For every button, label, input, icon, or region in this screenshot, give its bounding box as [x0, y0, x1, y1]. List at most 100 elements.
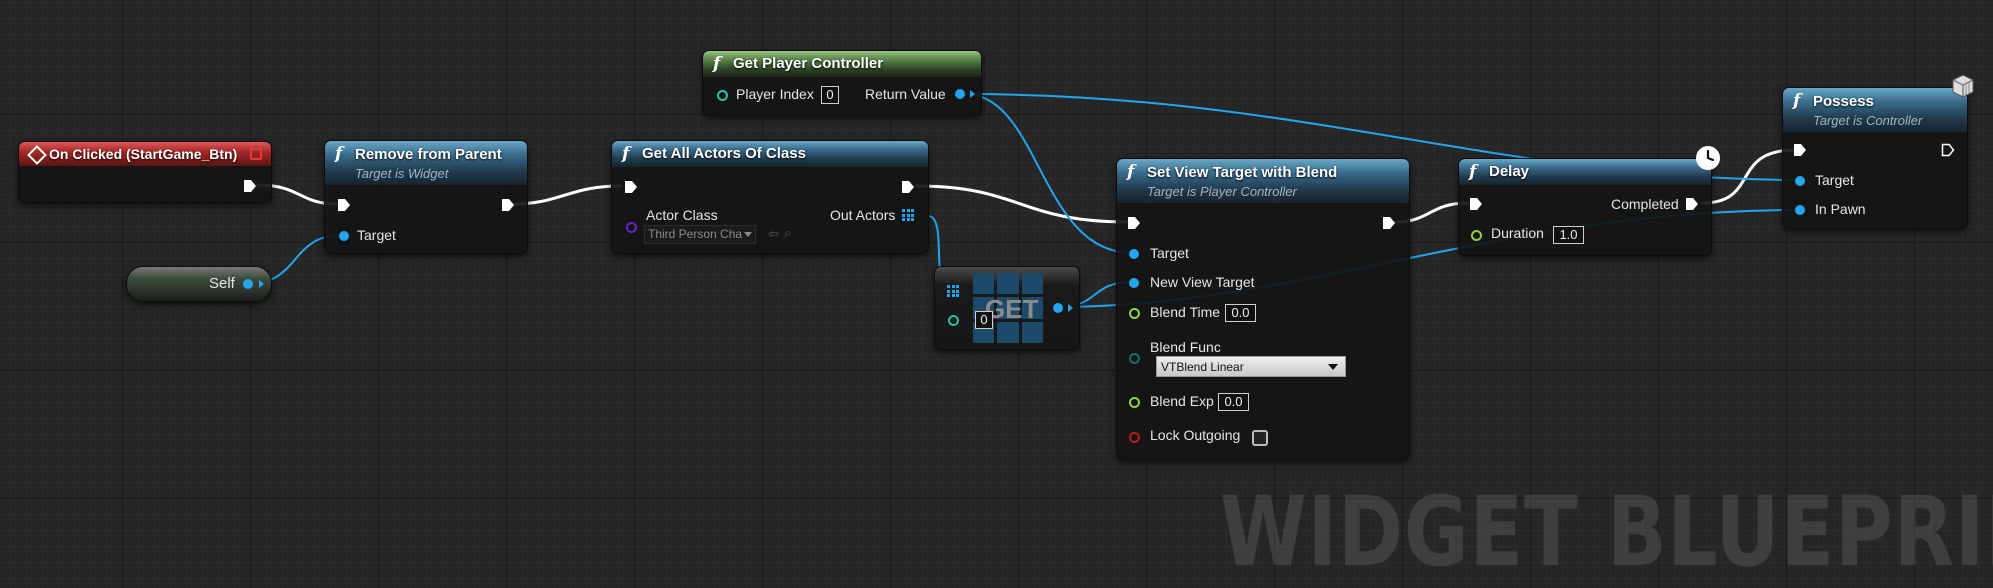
index-pin[interactable]: [948, 315, 959, 326]
self-label: Self: [209, 275, 235, 292]
actor-class-label: Actor Class: [646, 207, 718, 223]
return-value-pin[interactable]: [955, 89, 965, 99]
node-subtitle: Target is Widget: [355, 166, 449, 181]
widget-blueprint-watermark: WIDGET BLUEPRINT: [1220, 476, 1993, 588]
clock-icon: [1696, 146, 1720, 170]
function-icon: f: [1793, 91, 1801, 111]
target-pin-label: Target: [357, 227, 396, 243]
exec-in-pin[interactable]: [624, 180, 638, 194]
browse-icon[interactable]: ⌕: [784, 225, 792, 240]
get-player-controller-node[interactable]: f Get Player Controller Player Index 0 R…: [702, 50, 982, 116]
target-pin-label: Target: [1150, 245, 1189, 261]
duration-input[interactable]: 1.0: [1553, 226, 1584, 244]
node-title: Get All Actors Of Class: [642, 145, 806, 162]
actor-class-dropdown[interactable]: Third Person Cha: [644, 225, 756, 244]
new-view-target-label: New View Target: [1150, 274, 1255, 290]
node-title: Remove from Parent: [355, 146, 502, 163]
node-header: f Get Player Controller: [703, 51, 981, 77]
node-header: f Remove from Parent Target is Widget: [325, 141, 527, 185]
array-icon[interactable]: [902, 209, 914, 221]
blend-func-pin[interactable]: [1129, 353, 1140, 364]
node-header: f Get All Actors Of Class: [612, 141, 928, 167]
node-title: Get Player Controller: [733, 55, 884, 72]
remove-from-parent-node[interactable]: f Remove from Parent Target is Widget Ta…: [324, 140, 528, 254]
index-input[interactable]: 0: [975, 311, 993, 329]
exec-in-pin[interactable]: [1469, 197, 1483, 211]
get-all-actors-of-class-node[interactable]: f Get All Actors Of Class Actor Class Th…: [611, 140, 929, 254]
use-selected-icon[interactable]: ⇦: [768, 226, 779, 241]
function-icon: f: [713, 54, 721, 74]
pin-arrow-icon: [256, 278, 264, 290]
target-pin[interactable]: [1129, 249, 1139, 259]
player-index-label: Player Index: [736, 86, 814, 102]
exec-in-pin[interactable]: [1127, 216, 1141, 230]
blend-func-label: Blend Func: [1150, 339, 1221, 355]
lock-outgoing-pin[interactable]: [1129, 432, 1140, 443]
blend-exp-pin[interactable]: [1129, 397, 1140, 408]
blend-time-pin[interactable]: [1129, 308, 1140, 319]
target-pin[interactable]: [1795, 176, 1805, 186]
node-header: f Delay: [1459, 159, 1711, 185]
new-view-target-pin[interactable]: [1129, 278, 1139, 288]
exec-out-pin[interactable]: [243, 179, 257, 193]
array-icon[interactable]: [947, 285, 959, 297]
exec-out-pin[interactable]: [501, 198, 515, 212]
exec-out-pin[interactable]: [1941, 143, 1955, 157]
set-view-target-with-blend-node[interactable]: f Set View Target with Blend Target is P…: [1116, 158, 1410, 460]
pin-arrow-icon: [967, 88, 975, 100]
dropdown-arrow-icon: [744, 232, 752, 237]
node-subtitle: Target is Controller: [1813, 113, 1923, 128]
duration-pin[interactable]: [1471, 230, 1482, 241]
possess-node[interactable]: f Possess Target is Controller Target In…: [1782, 74, 1974, 229]
exec-out-pin[interactable]: [1382, 216, 1396, 230]
obj-wire-controller-setview: [964, 93, 1133, 254]
function-icon: f: [1469, 162, 1477, 182]
blend-time-input[interactable]: 0.0: [1225, 304, 1256, 322]
function-icon: f: [335, 144, 343, 164]
return-value-label: Return Value: [865, 86, 946, 102]
array-get-node[interactable]: GET 0: [934, 266, 1080, 350]
get-node-title: GET: [985, 294, 1039, 324]
item-out-pin[interactable]: [1053, 303, 1063, 313]
player-index-input[interactable]: 0: [821, 86, 839, 104]
lock-outgoing-label: Lock Outgoing: [1150, 427, 1241, 443]
out-actors-label: Out Actors: [830, 207, 896, 223]
target-pin[interactable]: [339, 231, 349, 241]
completed-label: Completed: [1611, 196, 1679, 212]
actor-class-pin[interactable]: [626, 222, 637, 233]
dropdown-arrow-icon: [1328, 364, 1338, 370]
blend-func-value: VTBlend Linear: [1161, 360, 1244, 374]
completed-exec-pin[interactable]: [1685, 197, 1699, 211]
self-node[interactable]: Self: [126, 266, 272, 302]
actor-class-value: Third Person Cha: [648, 227, 743, 241]
event-icon: [27, 145, 47, 165]
blend-func-dropdown[interactable]: VTBlend Linear: [1156, 356, 1346, 377]
node-header: f Set View Target with Blend Target is P…: [1117, 159, 1409, 203]
exec-out-pin[interactable]: [901, 180, 915, 194]
on-clicked-event-node[interactable]: On Clicked (StartGame_Btn): [18, 141, 272, 203]
function-icon: f: [1127, 162, 1135, 182]
exec-wire-remove-getall: [511, 184, 622, 206]
exec-wire-getall-setview: [915, 184, 1130, 224]
cube-icon: [1952, 74, 1974, 98]
node-title: Set View Target with Blend: [1147, 164, 1338, 181]
node-header: f Possess Target is Controller: [1783, 88, 1967, 132]
blend-exp-label: Blend Exp: [1150, 393, 1214, 409]
exec-in-pin[interactable]: [337, 198, 351, 212]
function-icon: f: [622, 144, 630, 164]
duration-label: Duration: [1491, 225, 1544, 241]
player-index-pin[interactable]: [717, 90, 728, 101]
target-pin-label: Target: [1815, 172, 1854, 188]
node-title: Possess: [1813, 93, 1874, 110]
blend-exp-input[interactable]: 0.0: [1218, 393, 1249, 411]
node-header: On Clicked (StartGame_Btn): [19, 142, 271, 166]
output-delegate-icon[interactable]: [250, 148, 262, 160]
blend-time-label: Blend Time: [1150, 304, 1221, 320]
node-title: On Clicked (StartGame_Btn): [49, 146, 238, 162]
self-out-pin[interactable]: [243, 279, 253, 289]
exec-in-pin[interactable]: [1793, 143, 1807, 157]
lock-outgoing-checkbox[interactable]: [1252, 430, 1268, 446]
delay-node[interactable]: f Delay Completed Duration 1.0: [1458, 146, 1720, 256]
node-subtitle: Target is Player Controller: [1147, 184, 1297, 199]
in-pawn-pin[interactable]: [1795, 205, 1805, 215]
